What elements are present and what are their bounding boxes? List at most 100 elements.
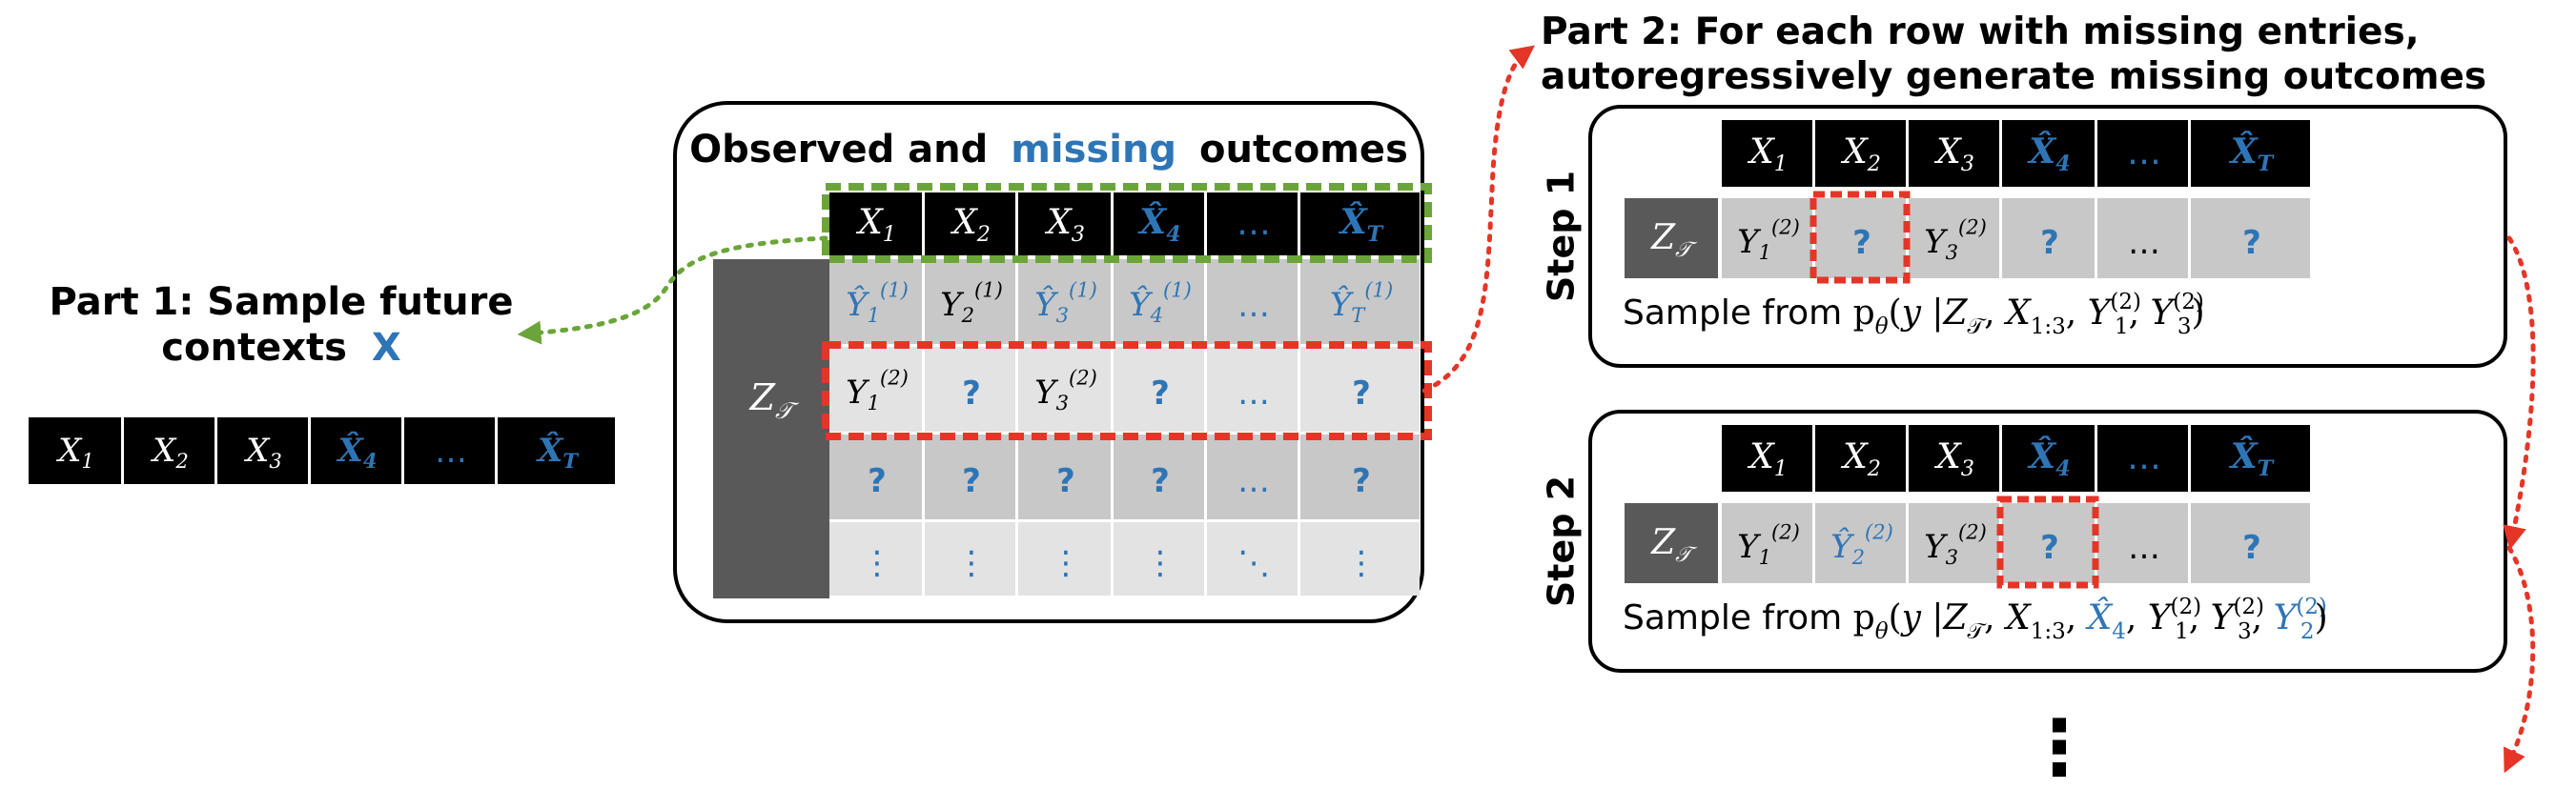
step-header-label: X̂T: [2229, 435, 2275, 480]
step-cell: [2191, 198, 2310, 278]
step-cell-label: Y1(2): [1737, 519, 1800, 569]
step-cell: [2191, 503, 2310, 583]
middle-cell-label: ?: [1056, 462, 1075, 500]
step-cell-label: ?: [2040, 224, 2059, 262]
step-header-cell: [2002, 120, 2095, 187]
part1-context-label: X1: [55, 432, 94, 473]
part2-title-line2: autoregressively generate missing outcom…: [1541, 55, 2486, 98]
middle-cell: [829, 347, 922, 432]
middle-header-label: X̂4: [1137, 201, 1180, 246]
step-formula: Sample from pθ(y |Z𝒯, X1:3, X̂4, Y(2)1, …: [1623, 595, 2328, 644]
middle-header-cell: [1018, 192, 1111, 255]
step-header-cell: [1722, 425, 1812, 492]
part1-context-cell: [29, 417, 121, 484]
step-header-label: X2: [1840, 132, 1881, 176]
part1-title-line2: contexts X: [161, 326, 401, 370]
middle-cell: [829, 435, 922, 519]
red-arrow-step1-to-step2: [2503, 235, 2536, 551]
step-header-label: …: [2127, 438, 2161, 477]
step-cell: [1909, 503, 1999, 583]
step-header-cell: [2191, 425, 2310, 492]
middle-cell-label: Y3(2): [1034, 365, 1097, 415]
step-cell-label: Y3(2): [1924, 214, 1987, 264]
middle-cell: [1114, 435, 1204, 519]
step-cell: [1722, 198, 1812, 278]
middle-cell: [1018, 435, 1111, 519]
step-header-label: X̂4: [2027, 435, 2070, 480]
step-cell-label: Ŷ2(2): [1830, 519, 1893, 569]
step-cell-label: …: [2128, 224, 2160, 262]
middle-cell: [1300, 522, 1420, 596]
green-arrow-to-part1: [517, 235, 828, 345]
step-header-label: X2: [1840, 437, 1881, 481]
step-highlight-cell: [1809, 191, 1911, 284]
part1-context-label: X̂4: [336, 431, 377, 473]
part1-context-cell: [311, 417, 401, 484]
middle-cell: [925, 259, 1015, 344]
step-cell-label: ?: [2242, 529, 2261, 567]
middle-cell-label: ?: [1151, 462, 1170, 500]
middle-header-label: X3: [1044, 203, 1085, 247]
middle-cell-label: ?: [868, 462, 887, 500]
middle-cell-label: ⋮: [861, 544, 893, 582]
middle-header-label: X̂T: [1339, 201, 1384, 246]
middle-cell: [1207, 347, 1298, 432]
middle-title-observed: Observed and: [689, 128, 988, 172]
middle-cell-label: …: [1237, 462, 1270, 500]
step-header-label: X3: [1933, 132, 1974, 176]
middle-panel-title: Observed and missing outcomes: [689, 128, 1408, 172]
step-header-label: X1: [1747, 437, 1788, 481]
middle-title-missing: missing: [1011, 128, 1176, 172]
middle-cell-label: Ŷ3(1): [1034, 277, 1097, 327]
middle-cell: [925, 522, 1015, 596]
step-header-label: …: [2127, 133, 2161, 172]
step-header-cell: [1909, 120, 1999, 187]
middle-cell: [1018, 347, 1111, 432]
middle-cell-label: ⋮: [1144, 544, 1176, 582]
middle-cell-label: …: [1237, 287, 1270, 325]
middle-cell: [1300, 435, 1420, 519]
step-z-label: Z𝒯: [1650, 523, 1698, 567]
middle-cell-label: …: [1237, 374, 1270, 413]
middle-cell: [1300, 259, 1420, 344]
step-formula: Sample from pθ(y |Z𝒯, X1:3, Y(2)1, Y(2)3…: [1623, 290, 2205, 339]
middle-header-cell: [925, 192, 1015, 255]
middle-cell-label: Y2(1): [940, 277, 1003, 327]
middle-cell-label: Ŷ1(1): [846, 277, 909, 327]
step-header-cell: [1815, 120, 1906, 187]
step-highlight-cell: [1996, 496, 2099, 589]
part1-context-cell: [498, 417, 615, 484]
middle-cell: [925, 435, 1015, 519]
step-cell-label: ?: [2242, 224, 2261, 262]
part2-title-line1: Part 2: For each row with missing entrie…: [1541, 10, 2420, 53]
middle-cell-label: ⋮: [1050, 544, 1082, 582]
middle-cell: [925, 347, 1015, 432]
step-header-cell: [2097, 425, 2188, 492]
middle-cell: [1114, 347, 1204, 432]
step-header-label: X̂T: [2229, 131, 2275, 175]
step-cell-label: Y3(2): [1924, 519, 1987, 569]
part1-title-var: X: [372, 326, 401, 370]
step-cell: [1815, 503, 1906, 583]
middle-cell-label: ?: [962, 462, 981, 500]
middle-cell: [829, 522, 922, 596]
middle-header-label: …: [1237, 204, 1271, 243]
header-highlight: [822, 183, 1432, 263]
middle-cell-label: Ŷ4(1): [1129, 277, 1192, 327]
middle-cell-label: ⋮: [1345, 544, 1378, 582]
middle-header-label: X2: [950, 203, 991, 247]
step-header-label: X̂4: [2027, 131, 2070, 175]
middle-cell-label: ?: [1352, 462, 1371, 500]
middle-title-outcomes: outcomes: [1199, 128, 1408, 172]
middle-cell-label: ?: [1352, 374, 1371, 413]
red-arrow-step2-down: [2504, 545, 2536, 774]
middle-cell: [1018, 259, 1111, 344]
step-cell-label: …: [2128, 529, 2160, 567]
middle-header-cell: [1114, 192, 1204, 255]
middle-cell-label: ⋮: [955, 544, 988, 582]
